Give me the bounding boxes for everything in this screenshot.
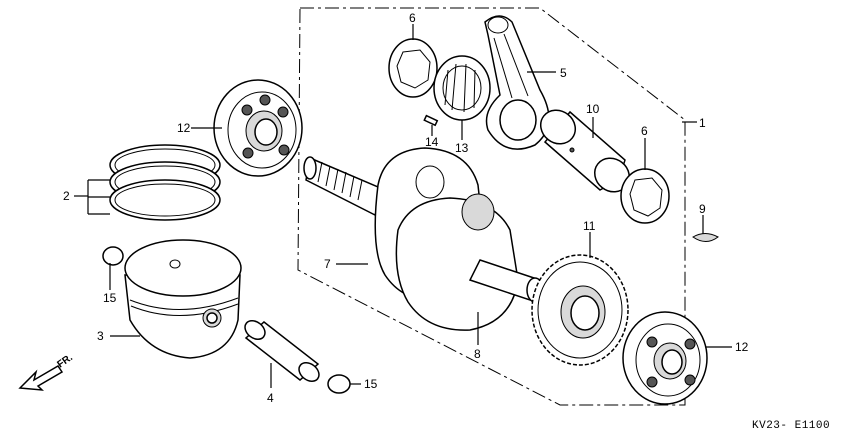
woodruff-key [692,233,719,242]
callout-8: 8 [474,347,481,361]
callout-7: 7 [324,257,331,271]
callout-9: 9 [699,202,706,216]
crank-gear [531,254,629,366]
assembly-boundary [297,7,686,406]
connecting-rod [484,15,550,150]
callout-15-right: 15 [364,377,378,391]
piston-rings [109,144,221,221]
callout-14: 14 [425,135,439,149]
callout-4: 4 [267,391,274,405]
piston-pin-clip-left [102,246,124,266]
callout-15-left: 15 [103,291,117,305]
callout-11: 11 [583,219,596,233]
callout-12-right: 12 [735,340,749,354]
front-arrow-icon [18,364,64,391]
needle-bearing [433,55,491,121]
piston-pin [244,319,320,383]
callout-3: 3 [97,329,104,343]
callout-12-left: 12 [177,121,191,135]
bearing-left [213,79,303,177]
diagram-code: KV23- E1100 [752,420,830,432]
crankshaft [303,147,544,331]
thrust-washer-top [388,38,438,98]
callout-2: 2 [63,189,70,203]
piston [124,239,242,359]
crank-pin-shaft [539,109,631,193]
callout-1: 1 [699,116,706,130]
piston-pin-clip-right [327,374,351,394]
callout-13: 13 [455,141,469,155]
callout-10: 10 [586,102,600,116]
bearing-right [622,311,708,405]
crank-pin [423,114,439,127]
callout-6-top: 6 [409,11,416,25]
front-direction-indicator: FR. [18,352,75,391]
thrust-washer-right [620,168,670,224]
callout-6-right: 6 [641,124,648,138]
callout-5: 5 [560,66,567,80]
